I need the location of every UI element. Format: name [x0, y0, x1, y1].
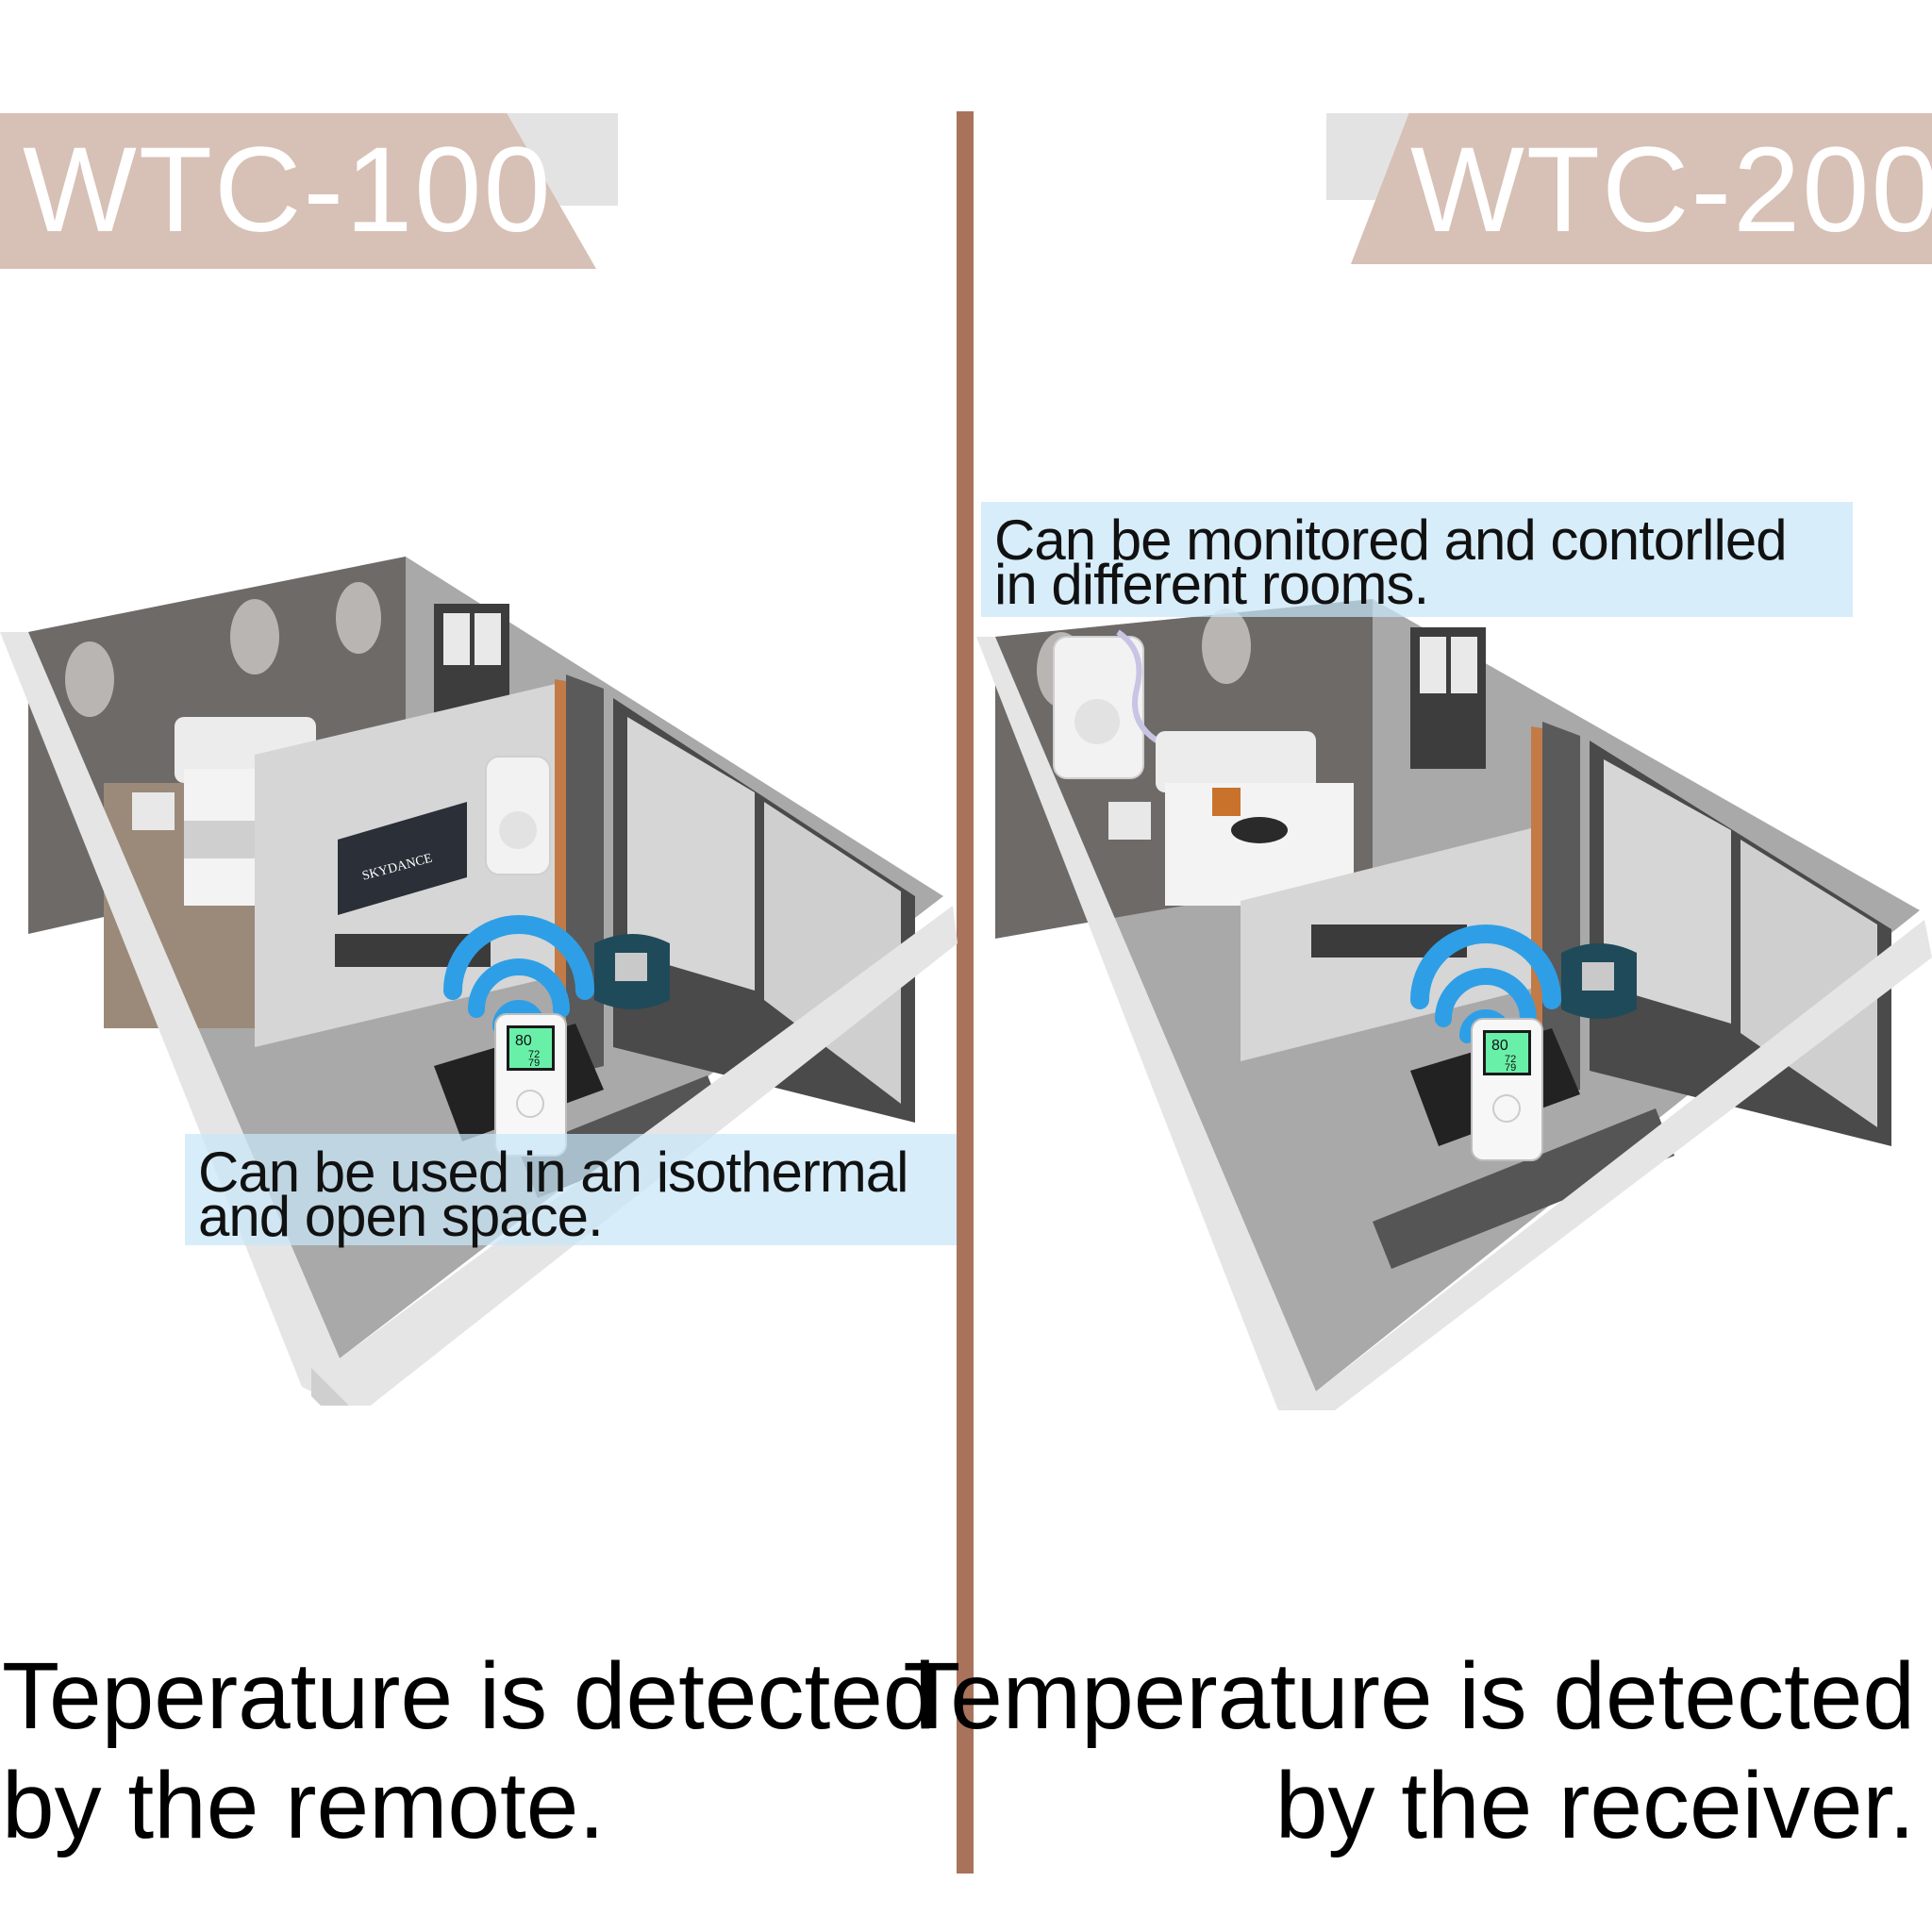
caption-right-line: in different rooms.	[994, 552, 1429, 616]
probe-cable	[1116, 629, 1167, 748]
caption-left-line: Can be used in an isothermal	[198, 1141, 908, 1204]
wifi-waves	[443, 915, 594, 1000]
caption-left: Can be used in an isothermal and open sp…	[185, 1134, 957, 1245]
remote-set-temp: 80	[515, 1033, 532, 1049]
model-title-right: WTC-200	[1410, 123, 1932, 258]
description-right: Temperature is detected by the receiver.	[903, 1641, 1915, 1860]
description-right-line: by the receiver.	[1274, 1753, 1915, 1858]
nightstand	[1108, 802, 1151, 840]
bed-headboard	[1156, 731, 1316, 792]
banner-right	[1351, 113, 1932, 264]
caption-left-line: and open space.	[198, 1184, 604, 1248]
remote-reading: 72	[528, 1049, 540, 1060]
ceiling-light	[1202, 608, 1251, 684]
nightstand	[132, 792, 175, 830]
ceiling-light	[336, 582, 381, 654]
banner-left	[0, 113, 596, 269]
room-illustration-left: SKYDANCE 80 72 79	[0, 557, 958, 1406]
curtain	[566, 675, 604, 1075]
caption-right: Can be monitored and contorlled in diffe…	[981, 502, 1853, 617]
outer-wall-left	[976, 637, 1316, 1410]
model-title-left: WTC-100	[23, 123, 553, 258]
remote-reading: 79	[528, 1058, 540, 1069]
remote-set-temp: 80	[1491, 1038, 1508, 1054]
remote-reading: 72	[1505, 1054, 1516, 1065]
description-left: Teperature is detected by the remote.	[2, 1641, 936, 1860]
center-divider	[957, 111, 974, 1874]
room-illustration-right: 80 72 79	[976, 599, 1932, 1410]
description-left-line: Teperature is detected	[2, 1643, 936, 1749]
caption-right-line: Can be monitored and contorlled	[994, 508, 1788, 572]
ceiling-light	[65, 641, 114, 717]
tv	[338, 802, 467, 915]
description-right-line: Temperature is detected	[903, 1643, 1915, 1749]
ceiling-light	[230, 599, 279, 675]
wifi-waves	[1410, 924, 1561, 1009]
sofa	[1373, 1108, 1674, 1269]
outer-wall-front	[1278, 920, 1932, 1410]
remote-reading: 79	[1505, 1062, 1516, 1074]
description-left-line: by the remote.	[2, 1753, 606, 1858]
